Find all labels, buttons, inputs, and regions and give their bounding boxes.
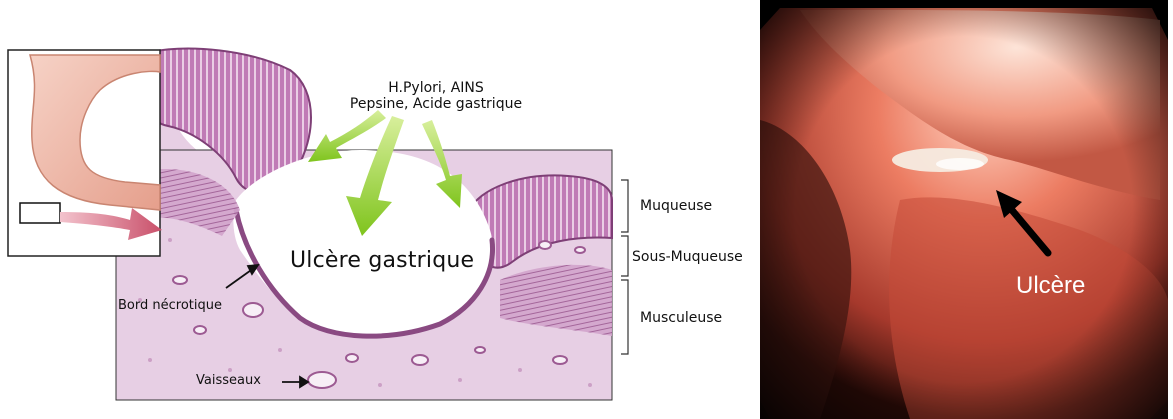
layer-label-mucosa: Muqueuse — [640, 198, 712, 214]
agents-line-1: H.Pylori, AINS — [326, 80, 546, 96]
endoscopy-image — [760, 0, 1168, 419]
ulcer-label: Ulcère gastrique — [290, 248, 474, 273]
layer-brackets — [621, 180, 628, 354]
vessels-label: Vaisseaux — [196, 374, 261, 389]
endoscopy-ulcer-label: Ulcère — [1016, 272, 1085, 300]
agents-line-2: Pepsine, Acide gastrique — [326, 96, 546, 112]
layer-label-submucosa: Sous-Muqueuse — [632, 249, 743, 265]
necrotic-edge-label: Bord nécrotique — [118, 299, 222, 314]
layer-label-muscularis: Musculeuse — [640, 310, 722, 326]
agents-label: H.Pylori, AINS Pepsine, Acide gastrique — [326, 80, 546, 112]
